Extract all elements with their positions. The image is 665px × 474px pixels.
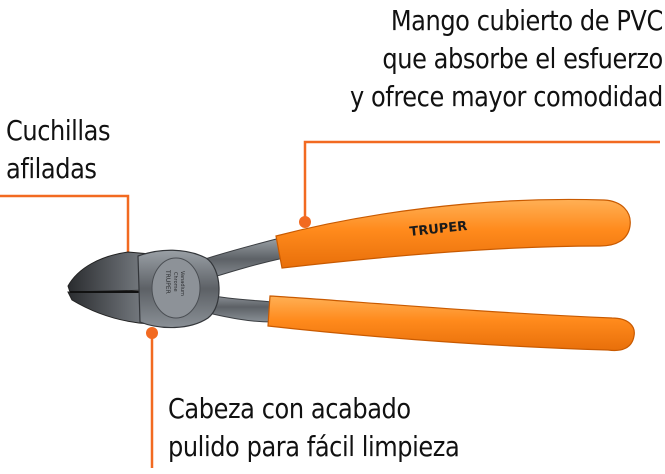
lower-handle	[189, 291, 635, 352]
handle-callout-line-1: Mango cubierto de PVC	[390, 4, 663, 37]
head-callout-line-2: pulido para fácil limpieza	[168, 430, 460, 463]
blades-callout-line-2: afiladas	[6, 152, 97, 185]
head-callout-text: Cabeza con acabado pulido para fácil lim…	[168, 390, 460, 466]
handle-leader-dot	[299, 216, 311, 228]
handle-leader-line	[303, 140, 660, 222]
pliers-head: TRUPER Chrome Vanadium	[67, 249, 220, 329]
blades-callout-line-1: Cuchillas	[6, 114, 111, 147]
svg-text:Chrome: Chrome	[172, 272, 178, 292]
handle-callout-text: Mango cubierto de PVC que absorbe el esf…	[350, 2, 663, 116]
svg-text:Vanadium: Vanadium	[179, 271, 185, 296]
callout-leader-lines	[0, 140, 660, 468]
head-leader-dot	[146, 327, 158, 339]
lower-handle-grip	[267, 295, 635, 352]
head-callout-line-1: Cabeza con acabado	[168, 392, 411, 425]
handle-callout-line-2: que absorbe el esfuerzo	[382, 42, 664, 75]
upper-handle-grip	[275, 198, 631, 269]
blades-callout-text: Cuchillas afiladas	[6, 112, 111, 188]
lower-jaw-blade	[67, 291, 151, 325]
svg-text:TRUPER: TRUPER	[164, 269, 171, 294]
handle-brand-logo: TRUPER	[409, 219, 468, 240]
blades-leader-line	[0, 194, 130, 272]
upper-handle: TRUPER	[195, 198, 631, 281]
handle-callout-line-3: y ofrece mayor comodidad	[350, 80, 663, 113]
